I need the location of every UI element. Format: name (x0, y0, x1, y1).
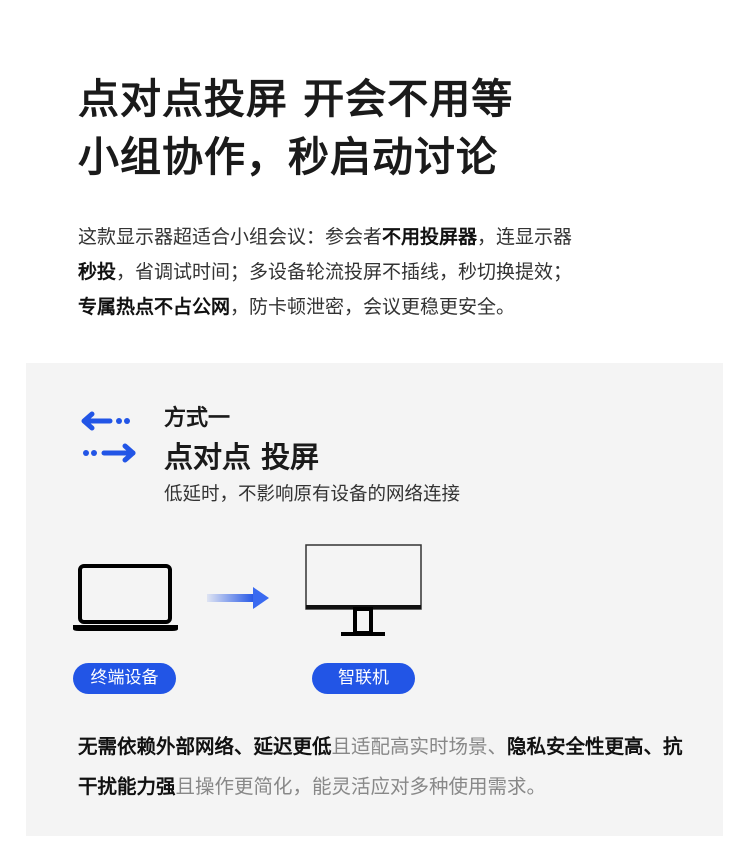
page-title: 点对点投屏 开会不用等 小组协作，秒启动讨论 (78, 70, 513, 186)
device-left-badge: 终端设备 (73, 663, 176, 694)
title-line-1: 点对点投屏 开会不用等 (78, 75, 514, 123)
intro-paragraph: 这款显示器超适合小组会议：参会者不用投屏器，连显示器秒投，省调试时间；多设备轮流… (78, 220, 678, 325)
right-arrow-icon (207, 587, 269, 609)
desc-highlight: 隐私安全性更高、抗干扰能力强 (78, 735, 683, 798)
intro-text: ，连显示器 (477, 226, 573, 248)
intro-highlight: 不用投屏器 (382, 226, 478, 248)
desc-text: 且操作更简化，能灵活应对多种使用需求。 (175, 775, 547, 798)
title-line-2: 小组协作，秒启动讨论 (78, 133, 498, 181)
intro-text: ，省调试时间；多设备轮流投屏不插线，秒切换提效； (116, 261, 573, 283)
intro-text: ，防卡顿泄密，会议更稳更安全。 (230, 296, 516, 318)
monitor-icon (305, 544, 422, 636)
transfer-arrows-icon (81, 411, 136, 463)
desc-text: 且适配高实时场景、 (331, 735, 508, 758)
method-label: 方式一 (164, 406, 231, 431)
intro-highlight: 专属热点不占公网 (78, 296, 231, 318)
intro-highlight: 秒投 (78, 261, 117, 283)
desc-highlight: 无需依赖外部网络、延迟更低 (78, 735, 332, 758)
intro-text: 这款显示器超适合小组会议：参会者 (78, 226, 383, 248)
method-title: 点对点 投屏 (164, 440, 320, 474)
method-description: 无需依赖外部网络、延迟更低且适配高实时场景、隐私安全性更高、抗干扰能力强且操作更… (78, 727, 688, 807)
method-subtitle: 低延时，不影响原有设备的网络连接 (164, 484, 461, 505)
laptop-icon (73, 564, 178, 631)
device-right-badge: 智联机 (312, 663, 415, 694)
